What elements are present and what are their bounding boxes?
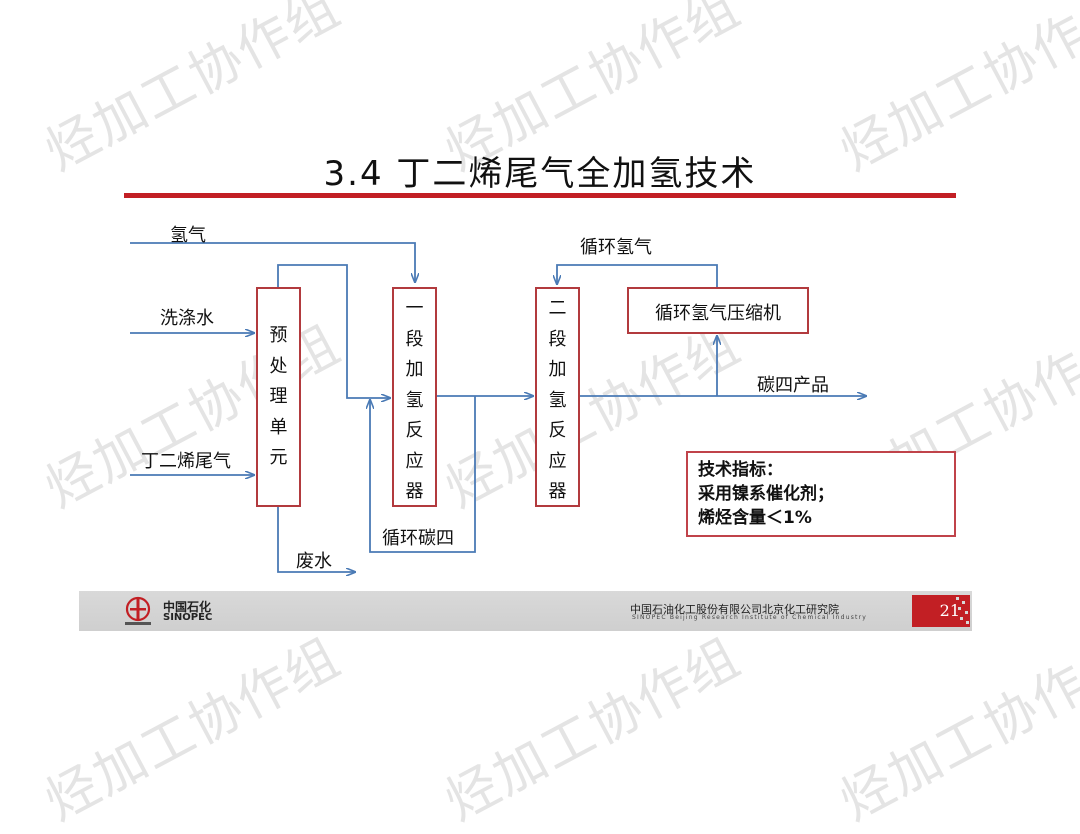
footer-bar: 中国石化 SINOPEC 中国石油化工股份有限公司北京化工研究院 SINOPEC… <box>79 591 972 631</box>
c4-product-label: 碳四产品 <box>757 375 829 396</box>
tail-gas-label: 丁二烯尾气 <box>141 451 231 472</box>
company-name-cn: 中国石化 <box>163 600 212 614</box>
stage2-reactor-label: 二段加氢反应器 <box>548 298 567 502</box>
spec-catalyst: 采用镍系催化剂； <box>698 484 834 504</box>
wash-water-label: 洗涤水 <box>160 308 214 329</box>
recycle-hydrogen-label: 循环氢气 <box>580 237 652 258</box>
hydrogen-line <box>130 242 415 282</box>
tech-spec-box: 技术指标： 采用镍系催化剂； 烯烃含量＜1% <box>686 451 956 537</box>
spec-heading: 技术指标： <box>698 460 783 480</box>
compressor-label: 循环氢气压缩机 <box>655 303 781 324</box>
waste-water-line <box>277 506 355 572</box>
flow-lines <box>130 242 1080 763</box>
badge-pattern <box>956 597 969 624</box>
recycle-c4-label: 循环碳四 <box>382 528 454 549</box>
spec-olefin: 烯烃含量＜1% <box>698 508 812 528</box>
stage2-reactor: 二段加氢反应器 <box>535 287 580 507</box>
hydrogen-label: 氢气 <box>170 225 206 246</box>
recycle-c4-line <box>370 396 476 553</box>
institute-name-cn: 中国石油化工股份有限公司北京化工研究院 <box>630 603 839 616</box>
pretreat-outlet-line <box>277 264 390 398</box>
stage1-reactor-label: 一段加氢反应器 <box>405 298 424 502</box>
page-number: 21 <box>939 601 960 620</box>
institute-name-en: SINOPEC Beijing Research Institute of Ch… <box>632 614 867 621</box>
page-number-badge: 21 <box>912 595 970 627</box>
sinopec-logo-icon <box>125 596 151 625</box>
slide-title: 3.4 丁二烯尾气全加氢技术 <box>323 154 757 194</box>
pretreatment-unit: 预处理单元 <box>256 287 301 507</box>
stage1-reactor: 一段加氢反应器 <box>392 287 437 507</box>
title-rule <box>124 193 956 198</box>
pretreatment-unit-label: 预处理单元 <box>269 325 288 468</box>
recycle-hydrogen-line <box>557 264 718 287</box>
waste-water-label: 废水 <box>296 551 332 572</box>
recycle-hydrogen-compressor: 循环氢气压缩机 <box>627 287 809 334</box>
company-name-en: SINOPEC <box>163 612 213 623</box>
